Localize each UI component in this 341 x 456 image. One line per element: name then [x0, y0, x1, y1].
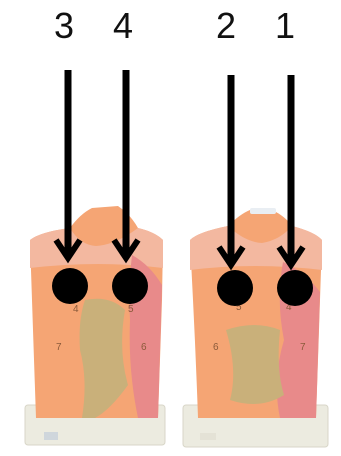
right-region-number: 6 — [213, 342, 219, 353]
marker-dot-4 — [112, 268, 148, 304]
left-region-number: 5 — [128, 304, 134, 315]
left-torso-model: 4 5 7 6 — [25, 206, 165, 445]
right-base-label — [200, 433, 216, 440]
left-region-number: 6 — [141, 342, 147, 353]
marker-dot-1 — [277, 270, 313, 306]
marker-dot-2 — [217, 270, 253, 306]
marker-dot-3 — [52, 268, 88, 304]
left-base-label — [44, 432, 58, 440]
right-neck-cap — [250, 208, 276, 214]
right-region-number: 7 — [300, 342, 306, 353]
right-torso-model: 5 4 6 7 — [183, 208, 328, 447]
left-region-number: 4 — [73, 304, 79, 315]
right-tan-zone — [226, 325, 284, 404]
left-region-number: 7 — [56, 342, 62, 353]
